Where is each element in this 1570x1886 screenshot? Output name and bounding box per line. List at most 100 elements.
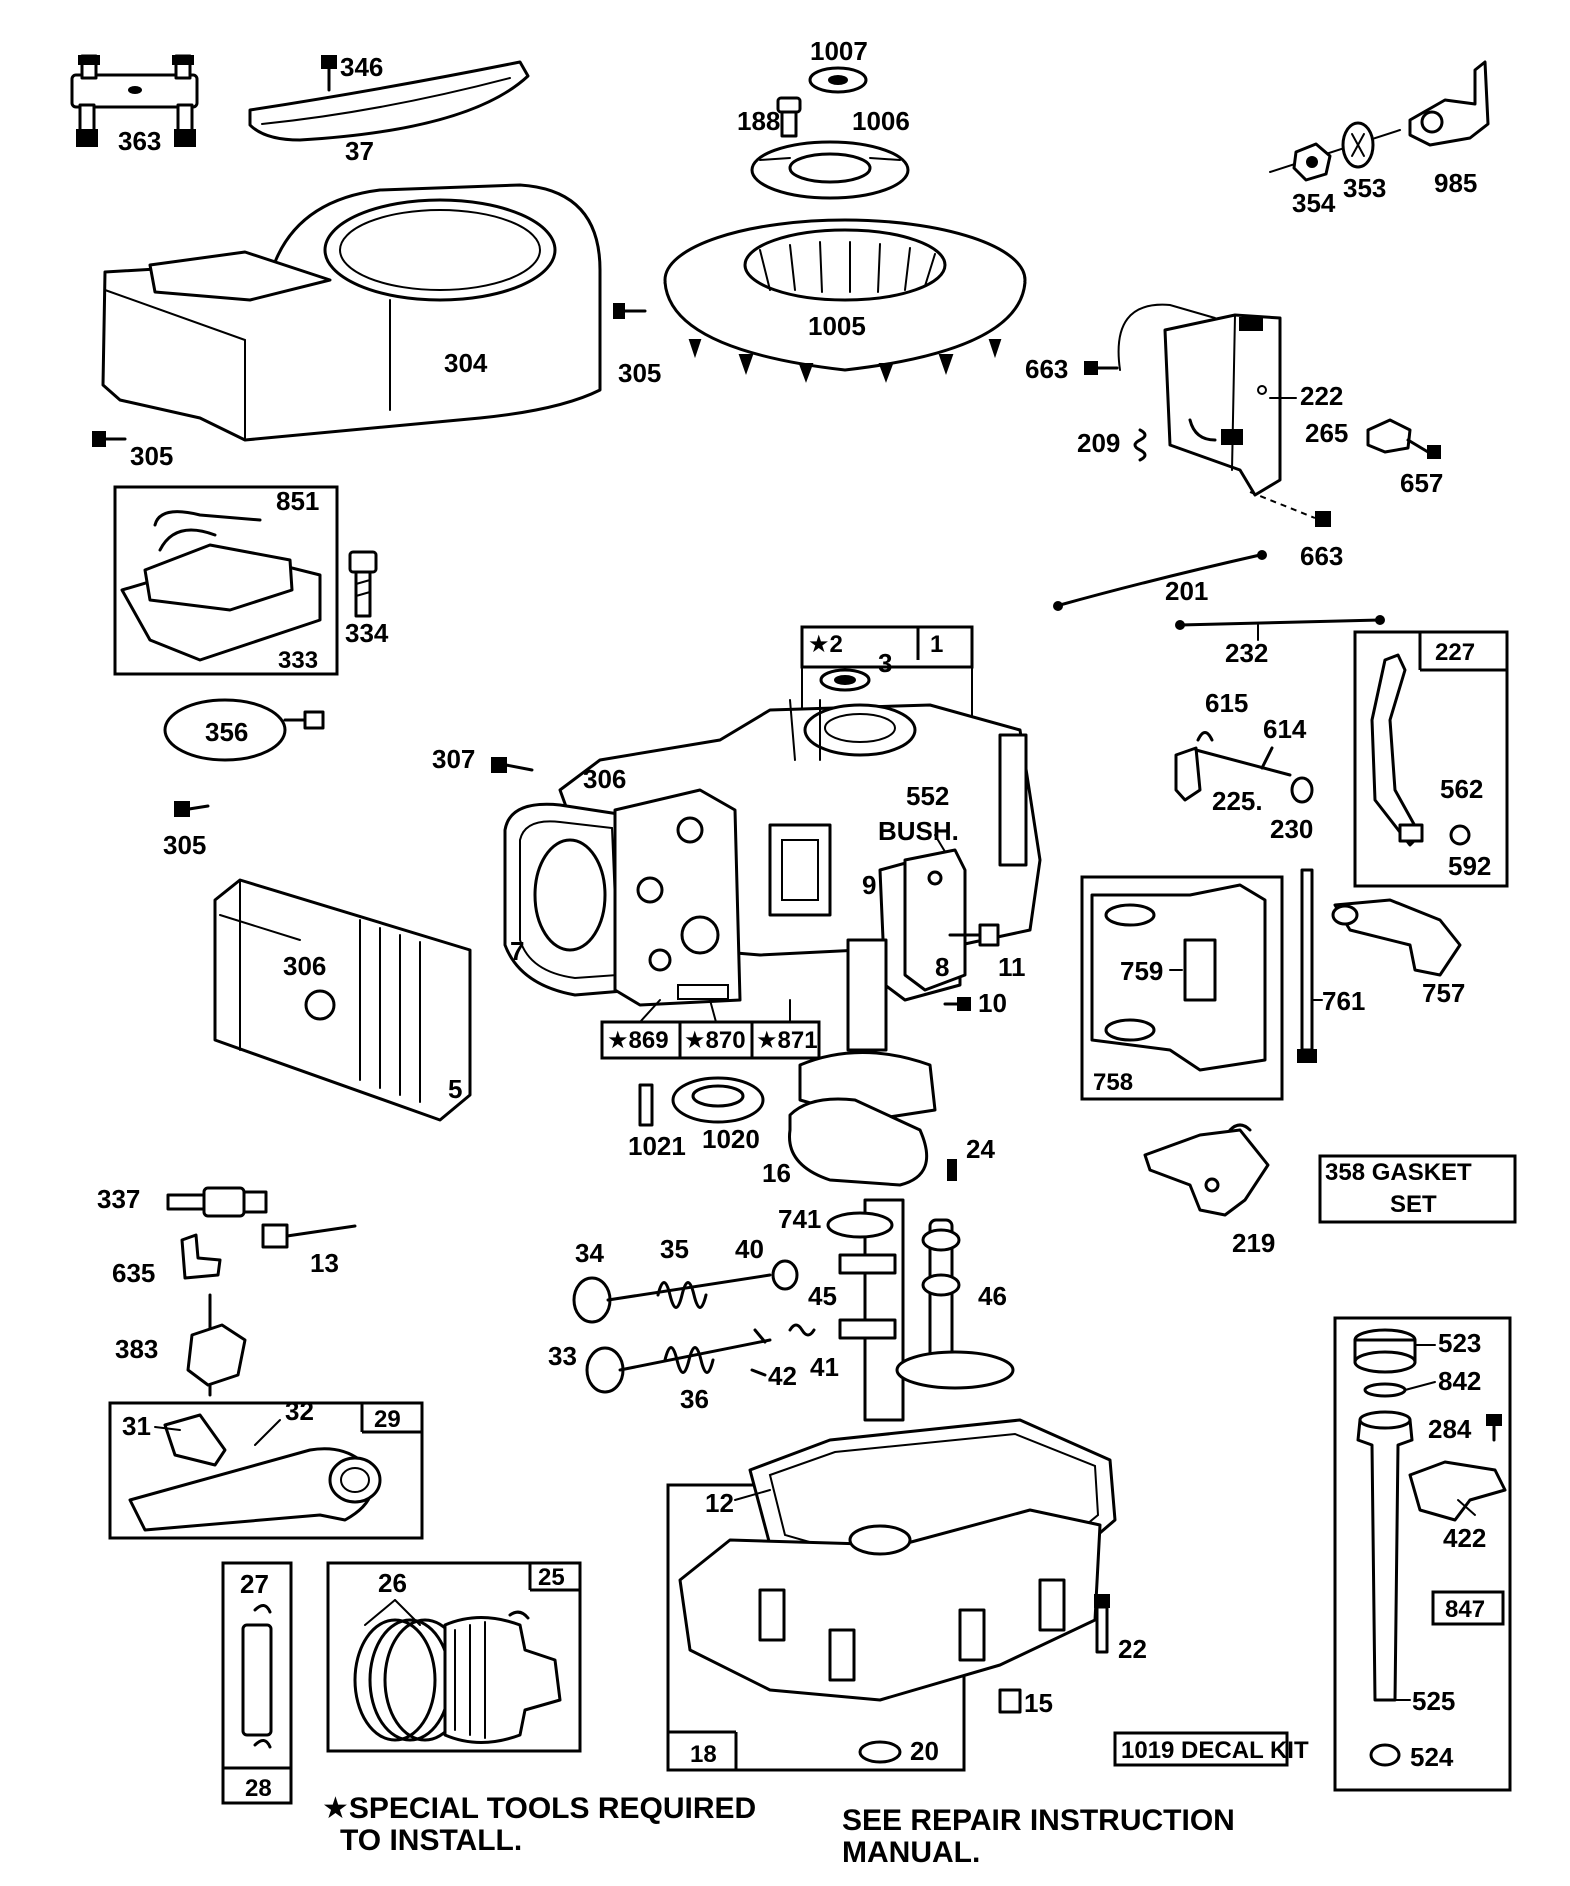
label-16: 16	[762, 1158, 791, 1188]
label-524: 524	[1410, 1742, 1454, 1772]
part-307-screw	[491, 757, 534, 773]
part-758-mounting-bracket	[1090, 883, 1267, 1072]
label-26: 26	[378, 1568, 407, 1598]
label-284: 284	[1428, 1414, 1472, 1444]
note-special-tools-line1: ★SPECIAL TOOLS REQUIRED	[322, 1792, 756, 1825]
label-842: 842	[1438, 1366, 1481, 1396]
label-334: 334	[345, 618, 389, 648]
label-bush: BUSH.	[878, 816, 959, 846]
part-562-governor-lever	[1370, 653, 1424, 847]
gasket-set-line2: SET	[1390, 1191, 1437, 1218]
part-761-bolt	[1297, 868, 1317, 1063]
label-307: 307	[432, 744, 475, 774]
part-383-adapter	[186, 1293, 247, 1397]
label-363: 363	[118, 126, 161, 156]
box-847-label-frame	[1431, 1590, 1505, 1626]
label-40: 40	[735, 1234, 764, 1264]
label-11: 11	[998, 952, 1026, 982]
box-label-1: 1	[930, 631, 943, 658]
part-663-screw-b	[1315, 511, 1331, 527]
part-354-nut	[1269, 129, 1401, 182]
part-363-bracket	[70, 54, 199, 147]
part-356-ground-wire	[163, 698, 325, 762]
part-265-clamp	[1366, 418, 1441, 459]
leader-869	[639, 999, 661, 1023]
box-333	[113, 485, 339, 676]
label-1020: 1020	[702, 1124, 760, 1154]
part-305-screw-a	[613, 303, 647, 319]
part-333-armature	[120, 510, 322, 662]
box-847	[1333, 1316, 1512, 1792]
label-219: 219	[1232, 1228, 1275, 1258]
part-306-cylinder-head	[213, 878, 472, 1122]
part-524-seal	[1369, 1743, 1401, 1767]
part-24-pin	[947, 1159, 957, 1181]
part-305-screw-b	[92, 431, 127, 447]
part-36-valve-spring	[663, 1346, 715, 1374]
label-9: 9	[862, 870, 876, 900]
box-25	[326, 1561, 582, 1753]
part-8-breather-cover	[903, 848, 982, 992]
label-525: 525	[1412, 1686, 1455, 1716]
part-225-governor-shaft	[1174, 746, 1292, 802]
box-label-869: ★869	[607, 1027, 669, 1054]
part-45-tappets	[838, 1253, 897, 1340]
label-663-top: 663	[1025, 354, 1068, 384]
part-523-dipstick-cap	[1353, 1328, 1417, 1374]
label-356: 356	[205, 717, 248, 747]
part-25-piston	[443, 1610, 562, 1744]
label-31: 31	[122, 1411, 151, 1441]
label-33: 33	[548, 1341, 577, 1371]
label-13: 13	[310, 1248, 339, 1278]
box-label-18: 18	[690, 1741, 717, 1768]
box-label-870: ★870	[684, 1027, 746, 1054]
part-635-elbow	[180, 1233, 222, 1280]
note-repair-line2: MANUAL.	[842, 1836, 980, 1869]
label-353: 353	[1343, 173, 1386, 203]
part-34-exhaust-valve	[572, 1273, 772, 1324]
label-383: 383	[115, 1334, 158, 1364]
label-337: 337	[97, 1184, 140, 1214]
label-1006: 1006	[852, 106, 910, 136]
part-188-nut	[776, 96, 802, 138]
box-28	[221, 1561, 293, 1805]
part-842-oring	[1363, 1382, 1407, 1398]
label-188: 188	[737, 106, 780, 136]
part-201-governor-link	[1053, 550, 1267, 611]
leader-26a	[364, 1599, 396, 1626]
label-592: 592	[1448, 851, 1491, 881]
box-label-758: 758	[1093, 1069, 1133, 1096]
label-354: 354	[1292, 188, 1336, 218]
part-1020-oil-seal	[671, 1076, 765, 1124]
box-label-227: 227	[1435, 639, 1475, 666]
part-337-switch	[166, 1186, 268, 1218]
label-45: 45	[808, 1281, 837, 1311]
label-22: 22	[1118, 1634, 1147, 1664]
box-label-871: ★871	[756, 1027, 818, 1054]
label-562: 562	[1440, 774, 1483, 804]
part-11-screw	[978, 923, 1000, 947]
part-29-connecting-rod	[128, 1413, 382, 1532]
part-1007-washer	[808, 66, 868, 94]
part-16-crankshaft	[788, 938, 937, 1422]
label-615: 615	[1205, 688, 1248, 718]
label-41: 41	[810, 1352, 839, 1382]
part-741-gear	[826, 1211, 894, 1239]
label-614: 614	[1263, 714, 1307, 744]
part-304-blower-housing	[101, 183, 602, 442]
note-repair-line1: SEE REPAIR INSTRUCTION	[842, 1804, 1235, 1837]
label-346: 346	[340, 52, 383, 82]
part-334-screw	[348, 550, 378, 618]
part-232-governor-spring-link	[1175, 615, 1385, 630]
part-18-sump	[678, 1508, 1102, 1702]
label-265: 265	[1305, 418, 1348, 448]
part-230-washer	[1290, 776, 1314, 804]
part-27-wrist-pin-clip	[253, 1604, 272, 1749]
label-305-right: 305	[618, 358, 661, 388]
part-42-keeper	[750, 1328, 767, 1377]
label-36: 36	[680, 1384, 709, 1414]
label-35: 35	[660, 1234, 689, 1264]
label-305-mid: 305	[163, 830, 206, 860]
label-306-left: 306	[283, 951, 326, 981]
